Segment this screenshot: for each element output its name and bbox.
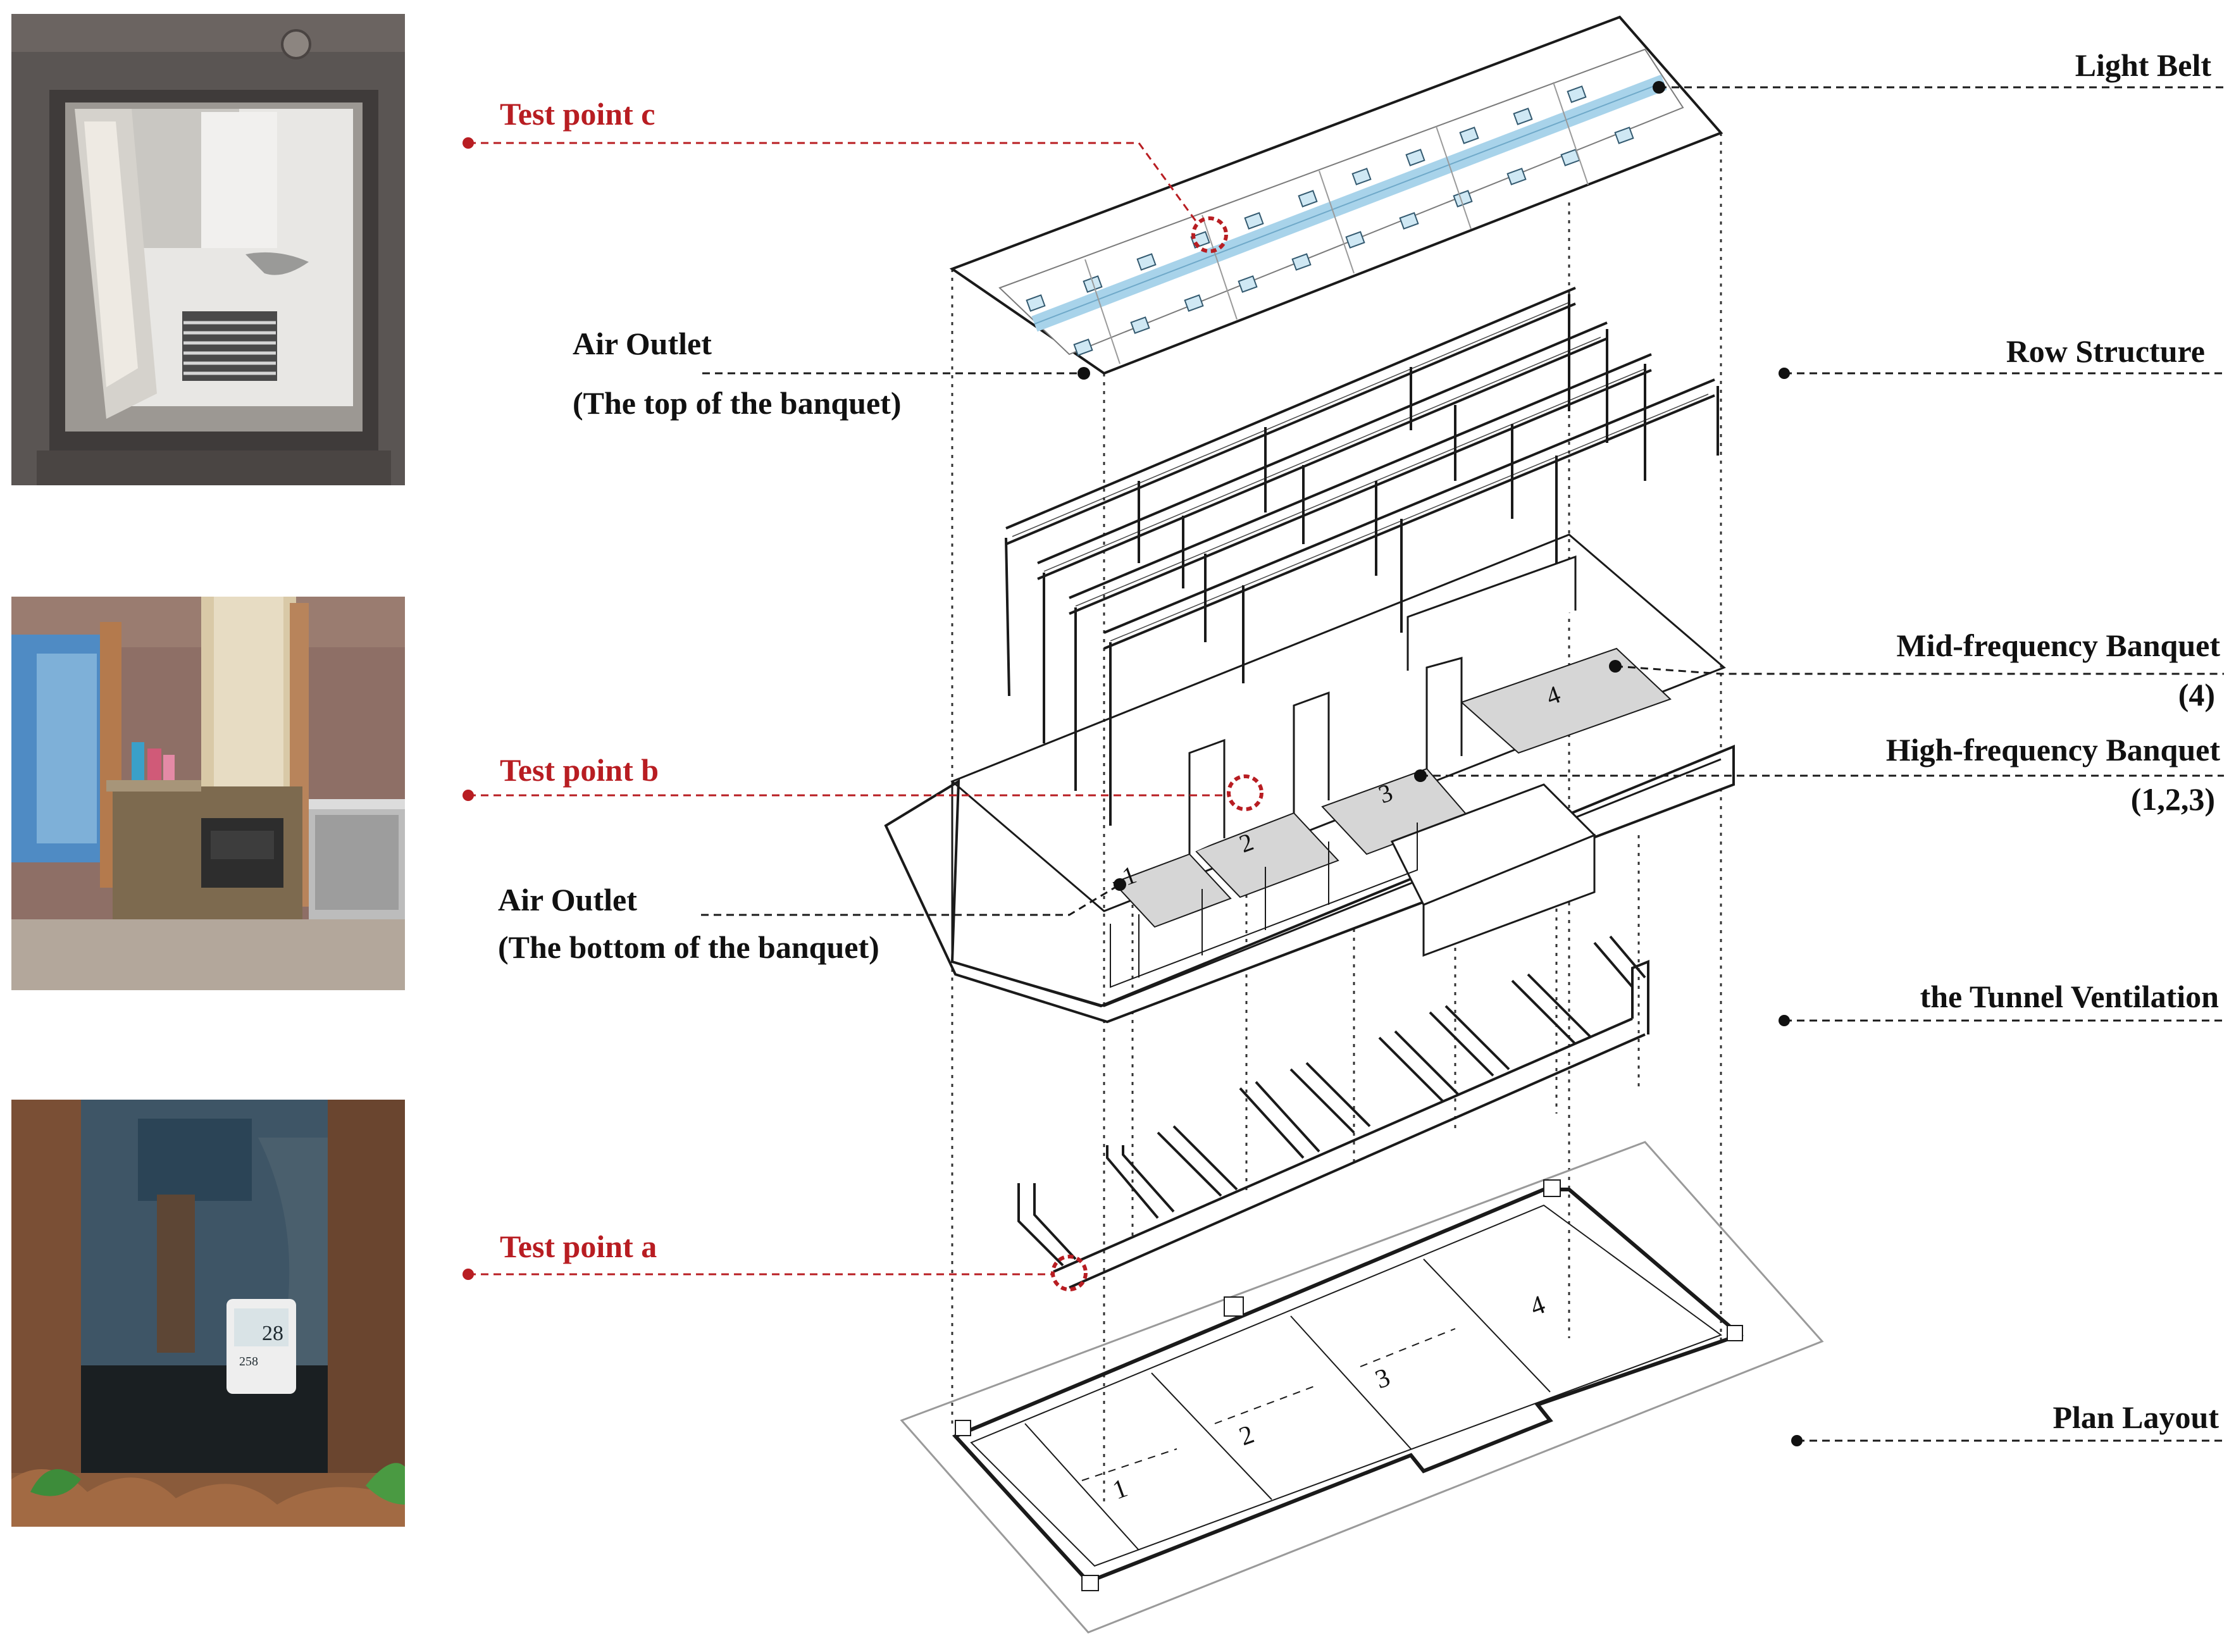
plan-layout-label: Plan Layout: [2052, 1400, 2219, 1435]
air-outlet-bottom-subtitle: (The bottom of the banquet): [498, 929, 879, 965]
photo-test-point-a: 28 258: [11, 1100, 405, 1527]
leader-dots-black: [1077, 81, 1803, 1446]
tunnel-ventilation: [1017, 935, 1649, 1289]
skylight-grid: [1026, 85, 1634, 356]
leader-dots-red: [463, 137, 474, 1280]
high-frequency-banquet-label: High-frequency Banquet: [1885, 732, 2220, 767]
high-frequency-banquet-rooms: (1,2,3): [2130, 781, 2215, 817]
test-point-c-label: Test point c: [500, 96, 655, 132]
tunnel-ventilation-label: the Tunnel Ventilation: [1920, 979, 2219, 1014]
air-outlet-top-title: Air Outlet: [573, 326, 712, 361]
test-point-a-marker: [1051, 1255, 1088, 1291]
mid-frequency-banquet-count: (4): [2178, 677, 2215, 712]
plan-room-2: 2: [1236, 1420, 1258, 1451]
plan-layout: 1 2 3 4: [900, 1141, 1824, 1634]
leader-lines-red: [468, 142, 1229, 1276]
leader-lines-black: [701, 86, 2224, 1442]
plan-room-4: 4: [1527, 1290, 1549, 1322]
test-point-b-label: Test point b: [500, 752, 659, 788]
mid-frequency-banquet-label: Mid-frequency Banquet: [1896, 628, 2220, 663]
test-point-c-marker: [1191, 216, 1228, 253]
air-outlet-top-subtitle: (The top of the banquet): [573, 385, 902, 421]
air-outlet-bottom-title: Air Outlet: [498, 882, 637, 917]
test-point-markers: [1051, 216, 1264, 1291]
instrument-readout-line1: 28: [262, 1322, 283, 1345]
plan-room-1: 1: [1109, 1474, 1131, 1505]
row-structure-trusses: [1005, 287, 1719, 826]
photo-air-outlet-bottom: [11, 597, 405, 990]
light-belt-label: Light Belt: [2075, 47, 2211, 83]
test-point-a-label: Test point a: [500, 1229, 657, 1264]
photo-air-outlet-top: [11, 14, 405, 485]
instrument-readout-line2: 258: [239, 1355, 258, 1369]
light-belt-roof: [949, 15, 1723, 375]
test-point-b-marker: [1227, 774, 1264, 811]
banquet-building: 1 2 3 4: [884, 533, 1735, 1024]
row-structure-label: Row Structure: [2006, 333, 2205, 369]
plan-room-3: 3: [1372, 1363, 1394, 1394]
